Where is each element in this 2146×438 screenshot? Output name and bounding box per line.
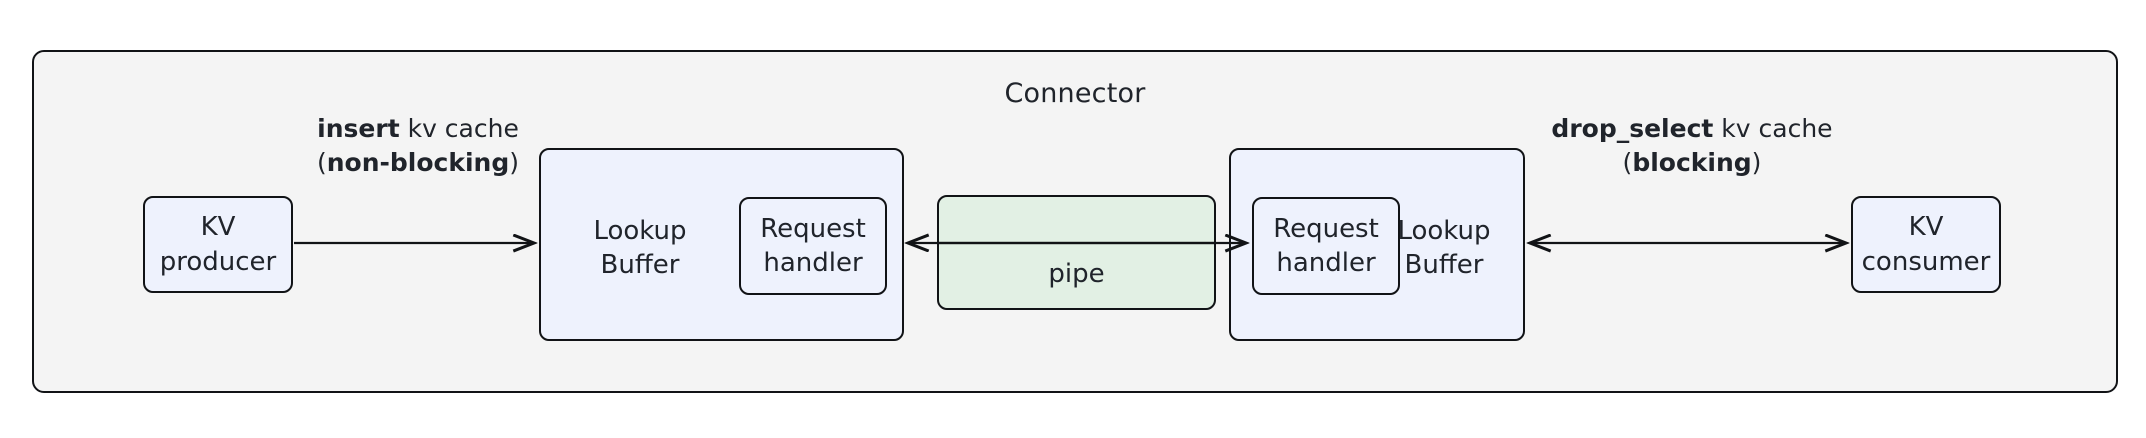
node-request-handler-left[interactable]: Request handler: [739, 197, 887, 295]
edge-label-insert-line1: insert kv cache: [300, 112, 536, 146]
edge-label-insert-paren-open: (: [316, 148, 327, 177]
node-request-handler-right-label: Request handler: [1273, 213, 1379, 278]
edge-label-insert: insert kv cache (non-blocking): [300, 112, 536, 180]
edge-label-drop-select-bold: drop_select: [1551, 114, 1714, 143]
edge-label-drop-select-paren-close: ): [1751, 148, 1762, 177]
edge-label-drop-select: drop_select kv cache (blocking): [1536, 112, 1848, 180]
node-request-handler-right[interactable]: Request handler: [1252, 197, 1400, 295]
node-kv-consumer-label: KV consumer: [1861, 212, 1991, 277]
node-lookup-buffer-right[interactable]: Request handler Lookup Buffer: [1229, 148, 1525, 341]
node-lookup-buffer-right-label: Lookup Buffer: [1397, 216, 1491, 281]
edge-label-insert-paren-close: ): [509, 148, 520, 177]
edge-label-insert-bold: insert: [317, 114, 400, 143]
node-kv-producer-label: KV producer: [159, 212, 277, 277]
edge-label-drop-select-line1: drop_select kv cache: [1536, 112, 1848, 146]
edge-label-drop-select-mode: blocking: [1632, 148, 1752, 177]
node-pipe[interactable]: pipe: [937, 195, 1216, 310]
connector-title: Connector: [1004, 78, 1146, 109]
node-kv-consumer[interactable]: KV consumer: [1851, 196, 2001, 293]
node-lookup-buffer-left[interactable]: Lookup Buffer Request handler: [539, 148, 904, 341]
node-kv-producer[interactable]: KV producer: [143, 196, 293, 293]
edge-label-insert-line2: (non-blocking): [300, 146, 536, 180]
edge-label-drop-select-line2: (blocking): [1536, 146, 1848, 180]
edge-label-drop-select-paren-open: (: [1622, 148, 1633, 177]
node-lookup-buffer-left-label: Lookup Buffer: [593, 216, 687, 281]
node-request-handler-left-label: Request handler: [760, 213, 866, 278]
node-pipe-label: pipe: [1048, 259, 1105, 289]
edge-label-insert-mode: non-blocking: [326, 148, 510, 177]
edge-label-insert-rest: kv cache: [399, 114, 519, 143]
edge-label-drop-select-rest: kv cache: [1713, 114, 1833, 143]
